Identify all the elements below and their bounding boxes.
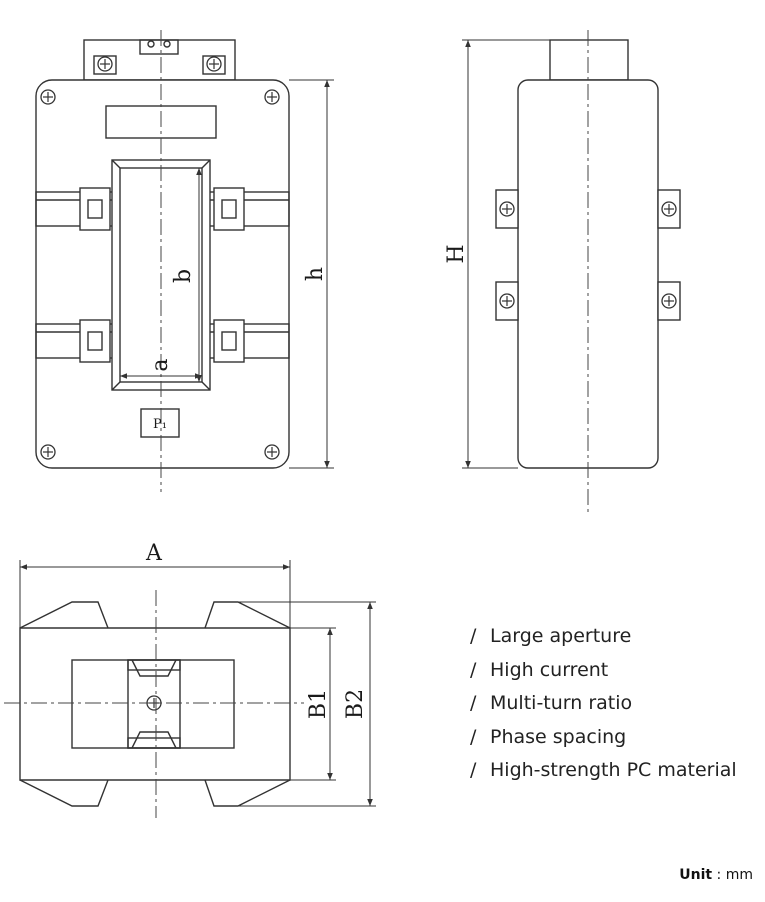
feature-text: Phase spacing	[490, 725, 627, 748]
feature-bullet: /	[470, 625, 477, 647]
unit-separator: :	[716, 867, 722, 883]
front-view	[35, 39, 290, 469]
dim-a-label: a	[148, 358, 173, 371]
dim-B1-label: B1	[306, 689, 331, 719]
p1-label: P₁	[153, 417, 167, 432]
feature-bullet: /	[470, 692, 477, 714]
feature-item: / High-strength PC material	[470, 754, 737, 788]
dim-H	[462, 39, 550, 469]
feature-text: High-strength PC material	[490, 759, 737, 781]
dim-A-label: A	[145, 541, 163, 566]
feature-item: / Large aperture	[470, 620, 737, 654]
feature-text: High current	[490, 658, 609, 681]
feature-bullet: /	[470, 658, 477, 681]
feature-item: / Phase spacing	[470, 721, 737, 755]
dim-h	[289, 79, 334, 469]
feature-bullet: /	[470, 759, 477, 781]
feature-bullet: /	[470, 725, 477, 748]
dim-h-label: h	[303, 267, 328, 281]
dim-b-label: b	[171, 269, 196, 283]
feature-list: / Large aperture / High current / Multi-tur…	[470, 620, 737, 788]
unit-label: Unit	[679, 867, 713, 883]
unit-value: mm	[725, 867, 753, 883]
feature-text: Large aperture	[490, 625, 632, 647]
dim-B2	[238, 601, 376, 807]
unit-note: Unit : mm	[679, 867, 753, 883]
dim-B2-label: B2	[343, 689, 368, 719]
dim-H-label: H	[444, 244, 469, 263]
feature-item: / High current	[470, 654, 737, 688]
feature-item: / Multi-turn ratio	[470, 687, 737, 721]
feature-text: Multi-turn ratio	[490, 692, 633, 714]
dim-A	[19, 560, 291, 628]
dim-B1	[290, 627, 336, 781]
